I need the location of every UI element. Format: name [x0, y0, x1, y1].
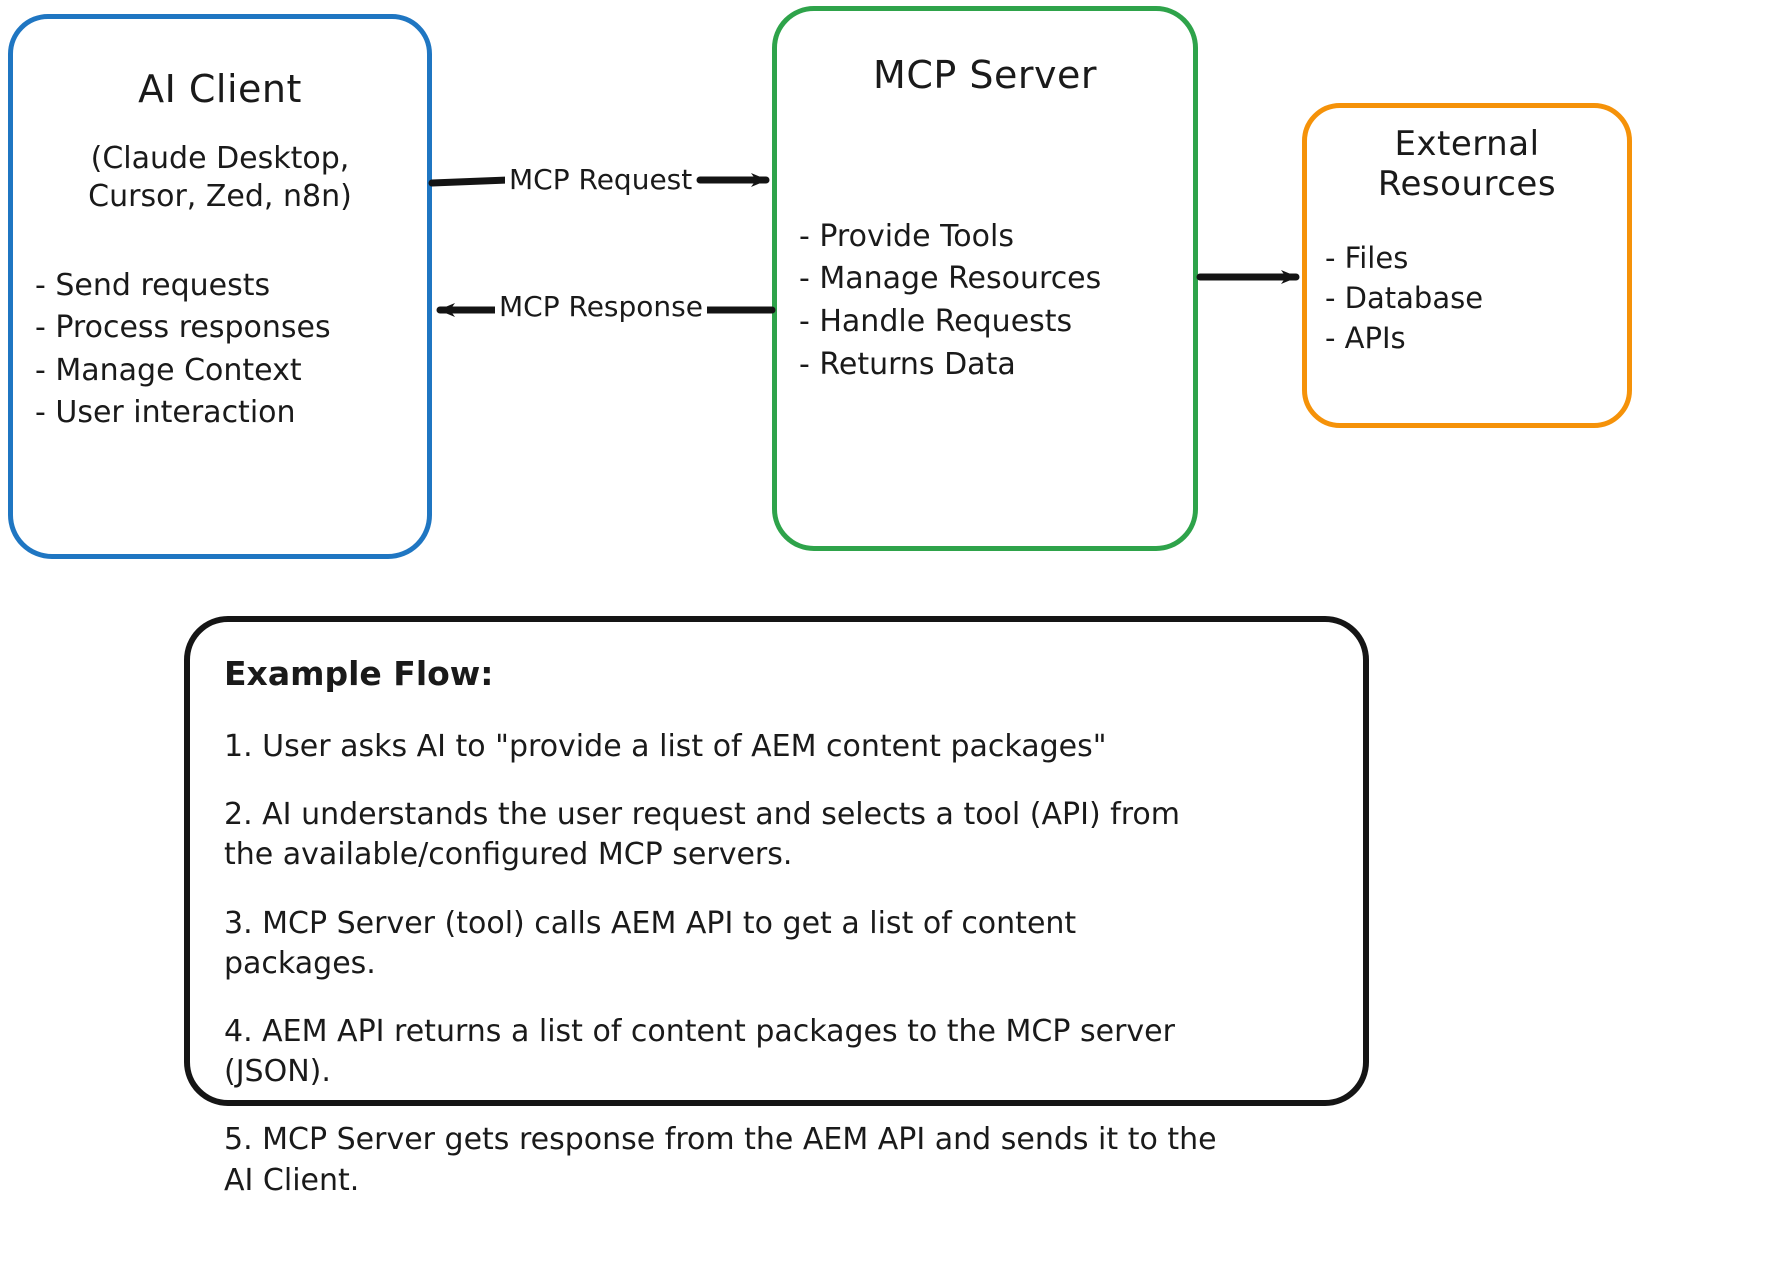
external-resources-title: External Resources: [1307, 124, 1627, 204]
external-resources-title-line-1: External: [1394, 124, 1540, 164]
list-item: - Files: [1325, 241, 1409, 276]
list-item: - Handle Requests: [799, 304, 1073, 340]
external-resources-box[interactable]: External Resources - Files - Database - …: [1302, 103, 1632, 428]
list-item: - Process responses: [35, 310, 331, 346]
list-item: - Send requests: [35, 267, 271, 303]
list-item: - APIs: [1325, 321, 1406, 356]
list-item: 3. MCP Server (tool) calls AEM API to ge…: [224, 905, 1077, 981]
ai-client-box[interactable]: AI Client (Claude Desktop, Cursor, Zed, …: [8, 14, 432, 559]
example-flow-heading: Example Flow:: [224, 654, 494, 693]
ai-client-subtitle: (Claude Desktop, Cursor, Zed, n8n): [13, 140, 427, 217]
list-item: - Database: [1325, 281, 1484, 316]
external-resources-bullet-list: - Files - Database - APIs: [1325, 238, 1627, 358]
list-item: 2. AI understands the user request and s…: [224, 797, 1181, 873]
list-item: - Manage Context: [35, 352, 302, 388]
list-item: 5. MCP Server gets response from the AEM…: [224, 1122, 1217, 1198]
list-item: - Manage Resources: [799, 261, 1102, 297]
ai-client-subtitle-line-2: Cursor, Zed, n8n): [88, 179, 352, 215]
example-flow-panel[interactable]: Example Flow: 1. User asks AI to "provid…: [184, 616, 1369, 1198]
ai-client-subtitle-line-1: (Claude Desktop,: [90, 140, 350, 176]
list-item: 1. User asks AI to "provide a list of AE…: [224, 729, 1107, 764]
external-resources-title-line-2: Resources: [1377, 164, 1557, 205]
mcp-server-title: MCP Server: [873, 53, 1097, 97]
list-item: - Returns Data: [799, 346, 1016, 382]
mcp-server-box[interactable]: MCP Server - Provide Tools - Manage Reso…: [772, 6, 1198, 551]
list-item: 4. AEM API returns a list of content pac…: [224, 1013, 1175, 1090]
list-item: - User interaction: [35, 395, 296, 431]
edge-label-mcp-response: MCP Response: [495, 293, 707, 321]
ai-client-title: AI Client: [138, 67, 302, 111]
example-flow-steps: 1. User asks AI to "provide a list of AE…: [224, 727, 1329, 1201]
ai-client-bullet-list: - Send requests - Process responses - Ma…: [35, 265, 427, 435]
edge-label-mcp-request: MCP Request: [505, 166, 697, 194]
list-item: - Provide Tools: [799, 218, 1014, 254]
mcp-server-bullet-list: - Provide Tools - Manage Resources - Han…: [799, 216, 1193, 386]
